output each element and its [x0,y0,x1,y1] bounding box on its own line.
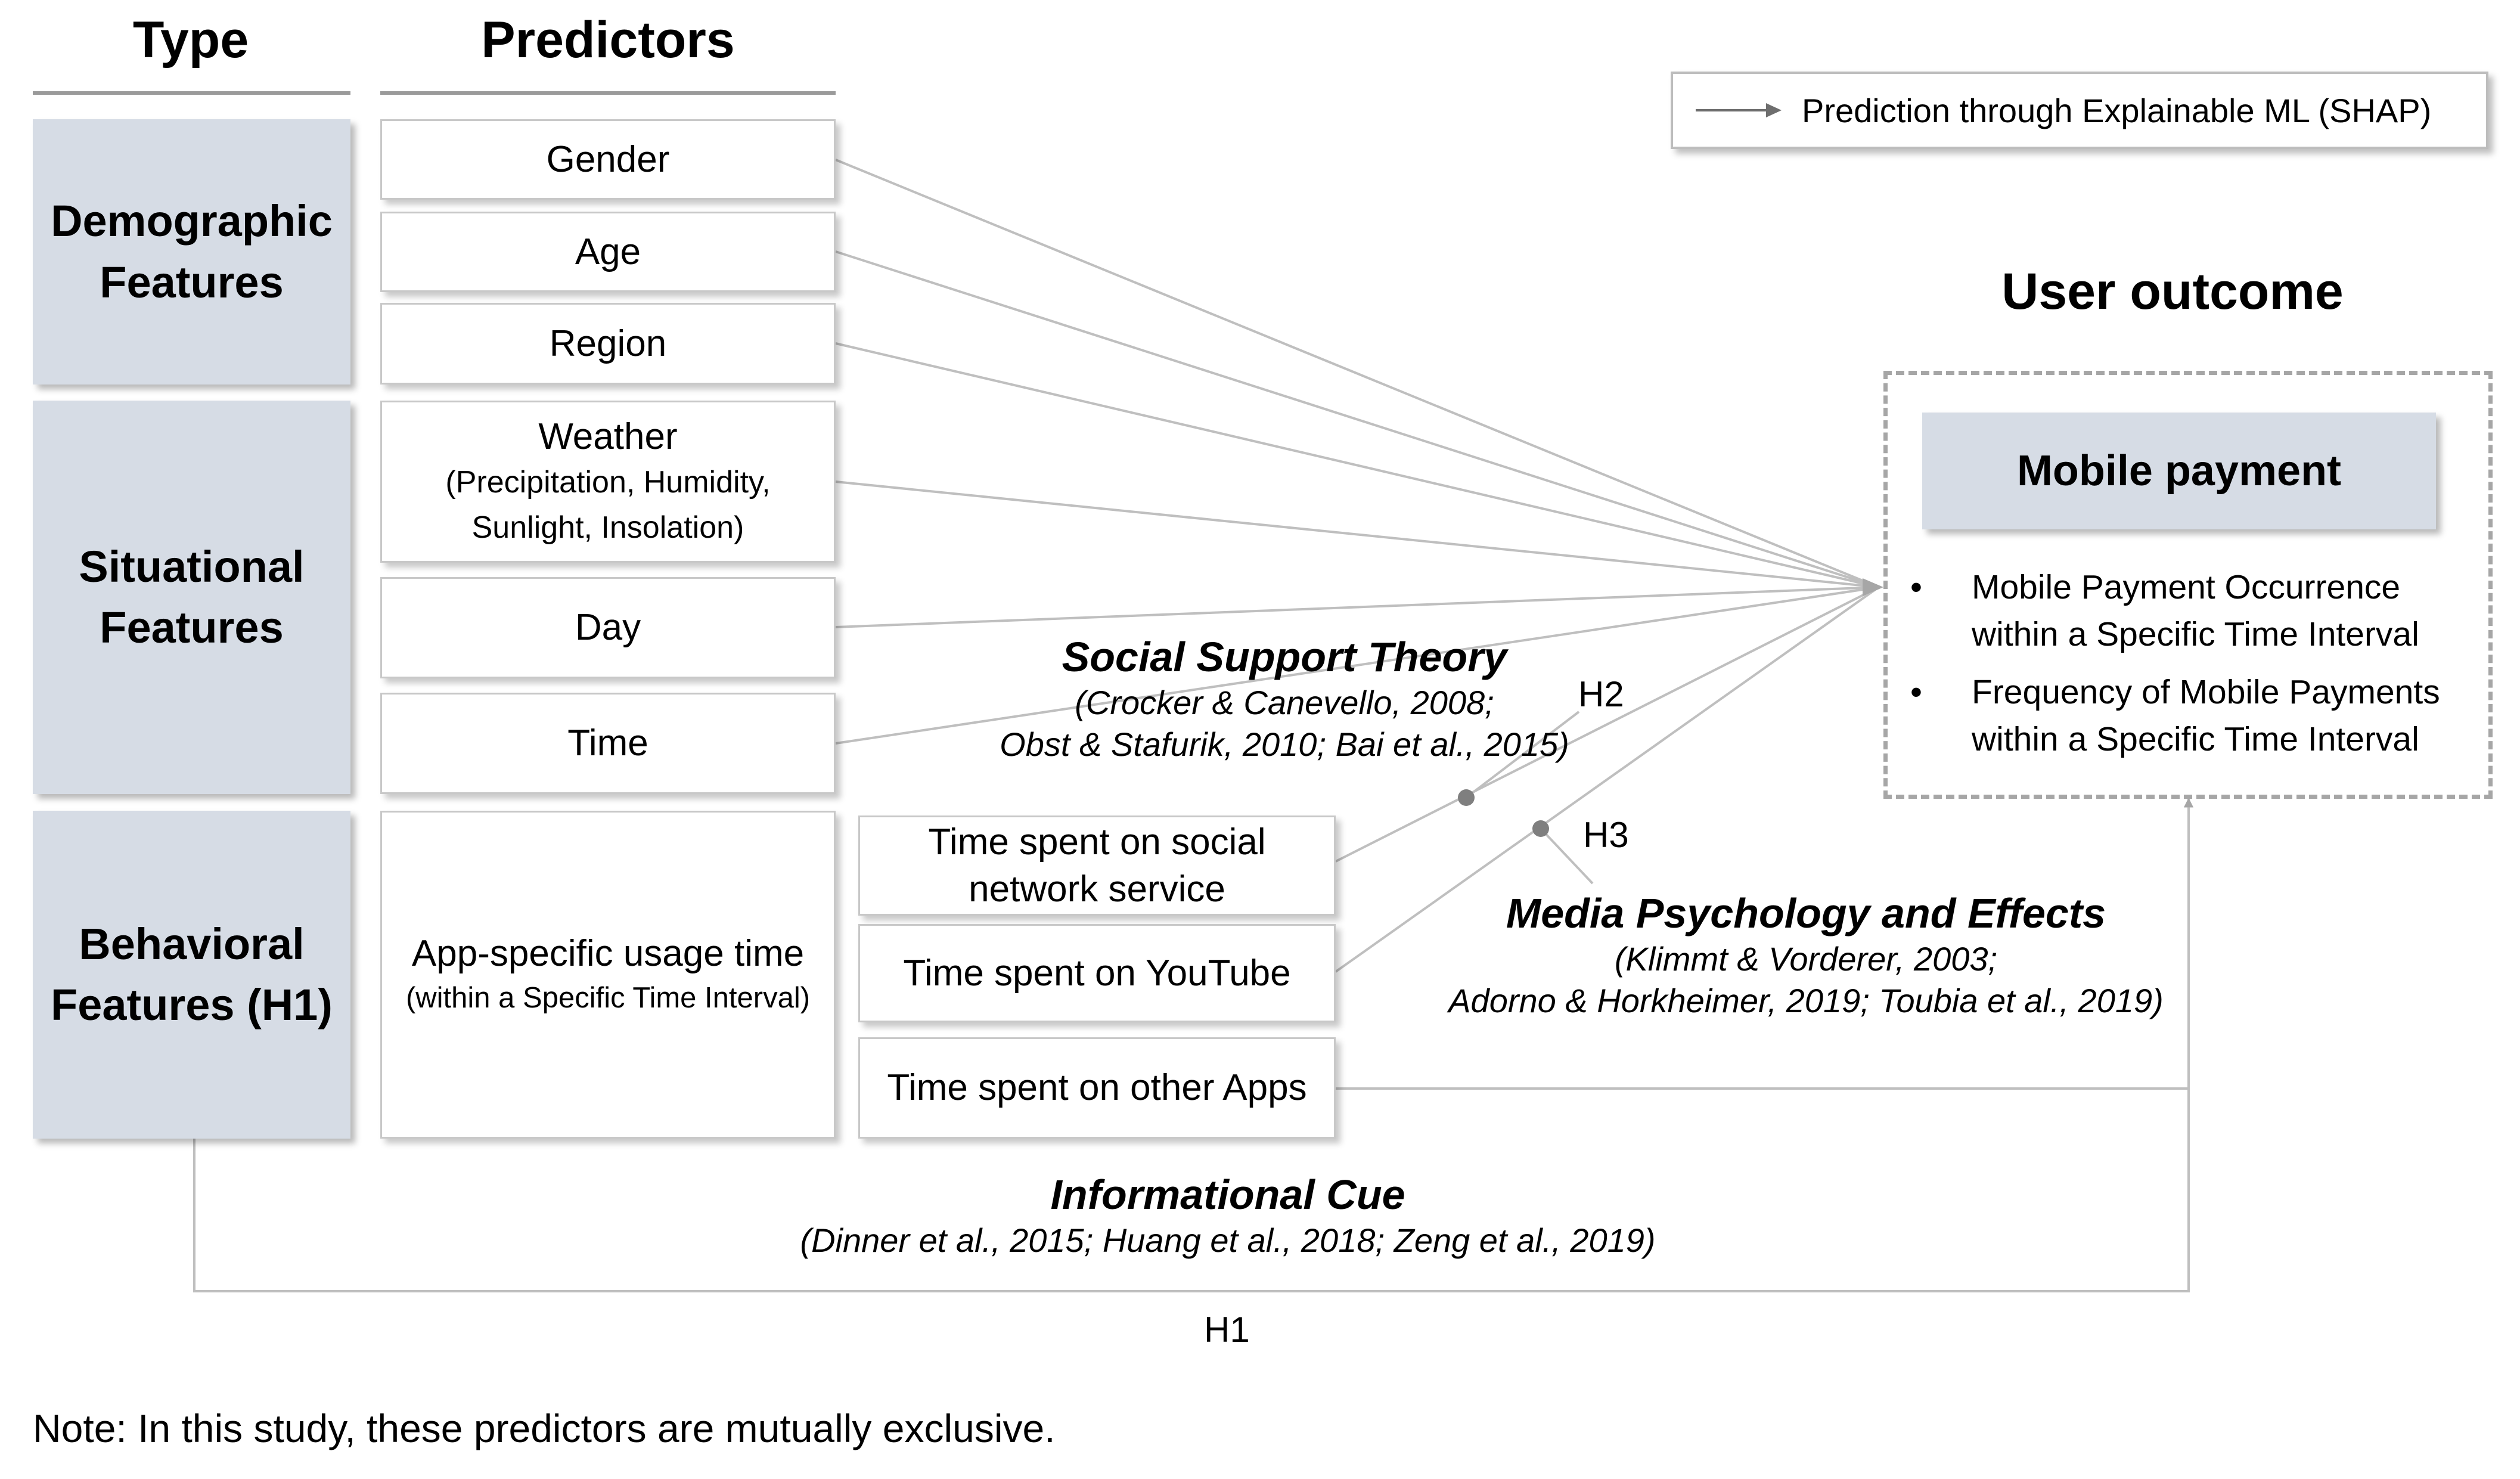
app-social-line1: Time spent on social [928,821,1266,863]
predictors-header-underline [380,91,836,95]
legend-label: Prediction through Explainable ML (SHAP) [1802,91,2432,129]
app-other: Time spent on other Apps [858,1037,1336,1139]
predictor-weather-sub1: (Precipitation, Humidity, [445,465,771,500]
social-support-cite2: Obst & Stafurik, 2010; Bai et al., 2015) [1000,725,1569,763]
type-header-underline [33,91,350,95]
predictor-weather: Weather (Precipitation, Humidity, Sunlig… [380,401,836,563]
arrow-right-icon [1696,103,1782,117]
h3-moderator-dot [1532,820,1549,837]
media-psychology-theory: Media Psychology and Effects (Klimmt & V… [1395,888,2217,1022]
predictor-time-label: Time [567,723,648,764]
h3-leader [1540,827,1594,885]
study-note: Note: In this study, these predictors ar… [33,1406,1056,1450]
social-support-cite1: (Crocker & Canevello, 2008; [1075,684,1494,721]
link-social [1335,586,1879,863]
type-header: Type [132,11,249,69]
link-weather [835,480,1879,588]
informational-cue-theory: Informational Cue (Dinner et al., 2015; … [751,1170,1705,1261]
type-behavioral-line1: Behavioral [79,919,305,969]
predictor-app-usage: App-specific usage time (within a Specif… [380,811,836,1139]
media-psychology-cite2: Adorno & Horkheimer, 2019; Toubia et al.… [1448,982,2164,1019]
outcome-bullet-2-marker: • [1910,673,1922,711]
predictor-time: Time [380,693,836,794]
link-time [835,586,1879,745]
outcome-bullet-2-line1: Frequency of Mobile Payments [1972,673,2440,711]
outcome-bullet-1: Mobile Payment Occurrence within a Speci… [1972,564,2484,658]
hypothesis-h2-label: H2 [1578,674,1624,714]
hypothesis-h3-label: H3 [1583,815,1629,855]
social-support-title: Social Support Theory [1062,634,1507,680]
link-h1 [193,798,2193,1292]
type-demographic-line2: Features [100,257,284,307]
outcome-arrowhead [1863,578,1883,596]
predictor-gender-label: Gender [546,138,670,180]
mobile-payment-box: Mobile payment [1922,413,2436,529]
type-demographic-line1: Demographic [51,196,333,246]
user-outcome-container [1883,371,2493,799]
predictor-region-label: Region [549,323,667,364]
predictor-day: Day [380,577,836,678]
outcome-bullet-2: Frequency of Mobile Payments within a Sp… [1972,669,2484,762]
media-psychology-title: Media Psychology and Effects [1506,890,2106,937]
link-age [835,250,1879,588]
hypothesis-h1-label: H1 [1204,1310,1250,1350]
outcome-bullet-1-line1: Mobile Payment Occurrence [1972,568,2401,606]
legend-box: Prediction through Explainable ML (SHAP) [1671,72,2488,149]
media-psychology-cite1: (Klimmt & Vorderer, 2003; [1614,940,1998,978]
predictor-gender: Gender [380,119,836,200]
link-youtube [1335,586,1880,973]
informational-cue-title: Informational Cue [1050,1171,1405,1218]
type-situational-line2: Features [100,603,284,652]
outcome-bullet-1-marker: • [1910,568,1922,606]
social-support-theory: Social Support Theory (Crocker & Canevel… [954,632,1615,765]
predictor-weather-label: Weather [538,416,678,457]
predictors-header: Predictors [481,11,735,69]
predictor-age: Age [380,212,836,292]
link-gender [835,159,1879,588]
type-situational-line1: Situational [79,541,305,591]
informational-cue-cite: (Dinner et al., 2015; Huang et al., 2018… [800,1221,1656,1259]
link-day [835,586,1879,628]
app-social-network: Time spent on social network service [858,816,1336,916]
predictor-day-label: Day [575,607,641,649]
outcome-bullet-1-line2: within a Specific Time Interval [1972,615,2419,653]
predictor-app-usage-sub: (within a Specific Time Interval) [405,982,811,1015]
app-social-line2: network service [969,869,1225,910]
h2-moderator-dot [1458,789,1475,806]
predictor-weather-sub2: Sunlight, Insolation) [471,510,744,545]
user-outcome-title: User outcome [2001,263,2344,320]
predictor-app-usage-label: App-specific usage time [411,932,805,974]
app-youtube-label: Time spent on YouTube [903,952,1291,994]
app-youtube: Time spent on YouTube [858,924,1336,1022]
predictor-region: Region [380,303,836,385]
h2-leader [1465,711,1580,799]
outcome-bullet-2-line2: within a Specific Time Interval [1972,720,2419,758]
app-other-label: Time spent on other Apps [887,1067,1307,1109]
predictor-age-label: Age [575,231,641,272]
type-behavioral-line2: Features (H1) [51,980,333,1030]
link-region [835,342,1879,588]
